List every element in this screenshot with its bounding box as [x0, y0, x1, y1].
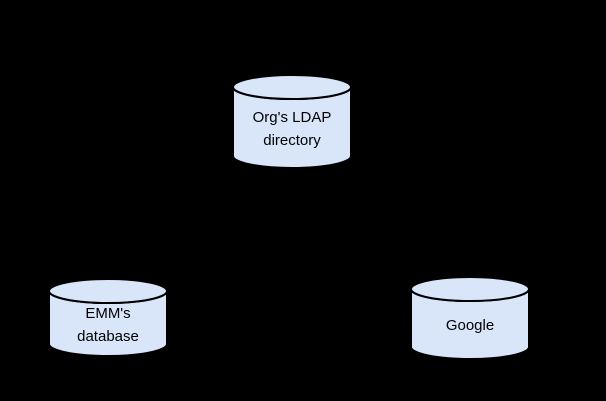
cylinder-top — [410, 276, 530, 302]
node-label: Org's LDAP directory — [232, 74, 352, 169]
database-cylinder-icon — [410, 276, 530, 360]
node-emm-database: EMM's database — [48, 278, 168, 357]
node-label: Google — [410, 276, 530, 360]
node-label: EMM's database — [48, 278, 168, 357]
database-cylinder-icon — [48, 278, 168, 357]
database-cylinder-icon — [232, 74, 352, 169]
node-label-line: Org's LDAP — [252, 109, 332, 126]
node-label-line: EMM's — [85, 305, 131, 322]
node-google: Google — [410, 276, 530, 360]
node-label-line: directory — [263, 132, 321, 149]
node-label-line: Google — [445, 317, 495, 334]
cylinder-top — [48, 278, 168, 304]
cylinder-top — [232, 74, 352, 100]
node-org-ldap-directory: Org's LDAP directory — [232, 74, 352, 169]
node-label-line: database — [77, 328, 139, 345]
